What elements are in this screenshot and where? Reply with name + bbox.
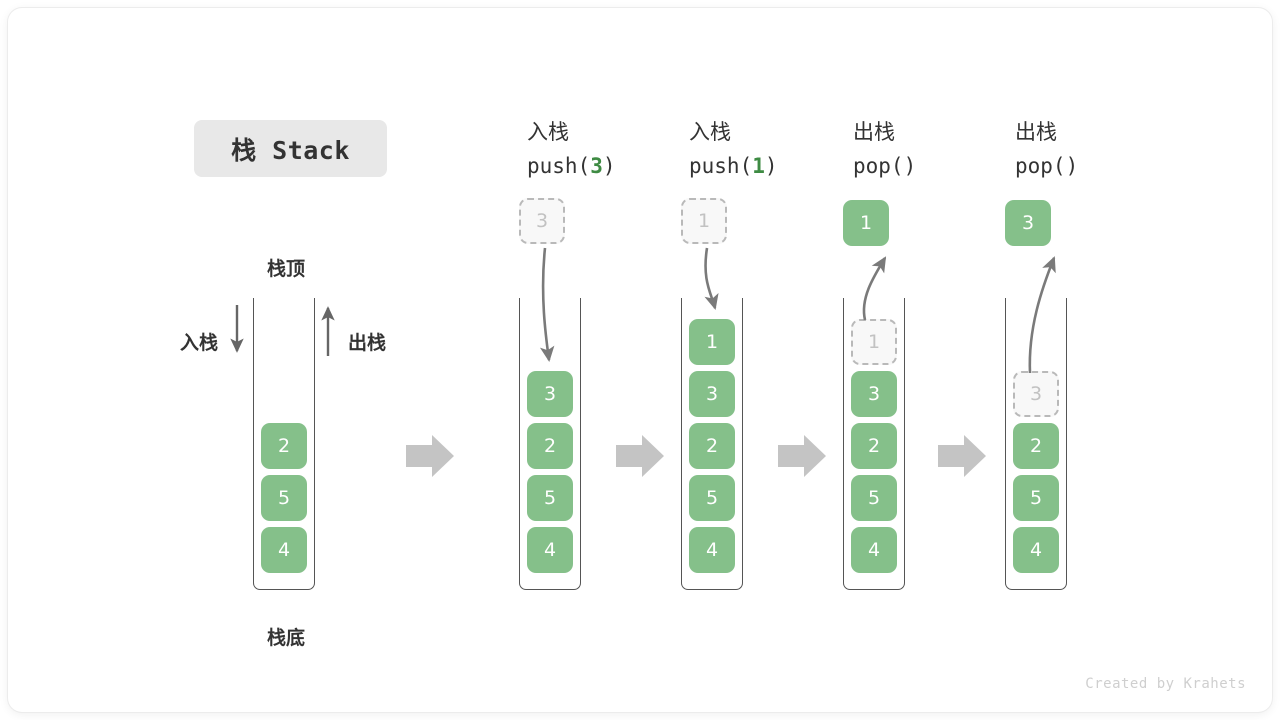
stack-cell: 2 — [527, 423, 573, 469]
column-op-code: push(1) — [689, 154, 778, 178]
column-op-code: pop() — [1015, 154, 1079, 178]
stack-cell: 5 — [527, 475, 573, 521]
column-op-cn: 出栈 — [853, 120, 895, 144]
column-header-pop-3: 出栈 pop() — [1015, 115, 1078, 183]
floating-cell-pop-3: 3 — [1005, 200, 1051, 246]
column-op-cn: 出栈 — [1015, 120, 1057, 144]
arrow-overlay — [230, 247, 1056, 477]
stack-container-initial — [253, 298, 315, 590]
stack-cell: 5 — [1013, 475, 1059, 521]
stack-wall-right — [1066, 298, 1067, 576]
stack-wall-left — [253, 298, 254, 576]
diagram-canvas: 栈 Stack 栈顶 栈底 入栈 出栈 入栈 push(3) 入栈 push(1… — [8, 8, 1272, 712]
column-header-push-3: 入栈 push(3) — [527, 115, 616, 183]
stack-container-push-1 — [681, 298, 743, 590]
stack-wall-left — [681, 298, 682, 576]
column-op-code: push(3) — [527, 154, 616, 178]
stack-cell: 4 — [1013, 527, 1059, 573]
stack-cell: 3 — [851, 371, 897, 417]
stack-wall-left — [843, 298, 844, 576]
stack-cell-ghost: 1 — [851, 319, 897, 365]
push-direction-label: 入栈 — [180, 332, 219, 354]
stack-cell: 5 — [261, 475, 307, 521]
stack-cell: 5 — [851, 475, 897, 521]
pop-direction-label: 出栈 — [348, 332, 387, 354]
page-title: 栈 Stack — [194, 120, 387, 177]
transition-arrow-4 — [938, 435, 986, 477]
stack-wall-right — [904, 298, 905, 576]
stack-bottom-label: 栈底 — [267, 627, 306, 649]
stack-cell: 4 — [851, 527, 897, 573]
transition-arrow-1 — [406, 435, 454, 477]
stack-floor — [681, 576, 743, 590]
transition-arrow-2 — [616, 435, 664, 477]
stack-wall-left — [519, 298, 520, 576]
floating-cell-push-3: 3 — [519, 198, 565, 244]
stack-top-label: 栈顶 — [267, 258, 306, 280]
stack-cell: 2 — [1013, 423, 1059, 469]
stack-container-pop-1 — [843, 298, 905, 590]
transition-arrow-3 — [778, 435, 826, 477]
stack-floor — [253, 576, 315, 590]
stack-floor — [843, 576, 905, 590]
stack-wall-right — [742, 298, 743, 576]
stack-wall-right — [580, 298, 581, 576]
stack-container-pop-3 — [1005, 298, 1067, 590]
stack-cell: 1 — [689, 319, 735, 365]
stack-cell: 2 — [689, 423, 735, 469]
stack-cell: 4 — [527, 527, 573, 573]
column-header-push-1: 入栈 push(1) — [689, 115, 778, 183]
stack-cell-ghost: 3 — [1013, 371, 1059, 417]
stack-cell: 4 — [689, 527, 735, 573]
column-header-pop-1: 出栈 pop() — [853, 115, 916, 183]
floating-cell-pop-1: 1 — [843, 200, 889, 246]
stack-wall-left — [1005, 298, 1006, 576]
floating-cell-push-1: 1 — [681, 198, 727, 244]
stack-floor — [1005, 576, 1067, 590]
footer-credit: Created by Krahets — [1085, 676, 1246, 692]
column-op-cn: 入栈 — [689, 120, 731, 144]
stack-cell: 5 — [689, 475, 735, 521]
stack-cell: 2 — [851, 423, 897, 469]
stack-cell: 3 — [689, 371, 735, 417]
stack-floor — [519, 576, 581, 590]
column-op-cn: 入栈 — [527, 120, 569, 144]
column-op-code: pop() — [853, 154, 917, 178]
stack-cell: 3 — [527, 371, 573, 417]
stack-cell: 2 — [261, 423, 307, 469]
stack-cell: 4 — [261, 527, 307, 573]
stack-container-push-3 — [519, 298, 581, 590]
stack-wall-right — [314, 298, 315, 576]
